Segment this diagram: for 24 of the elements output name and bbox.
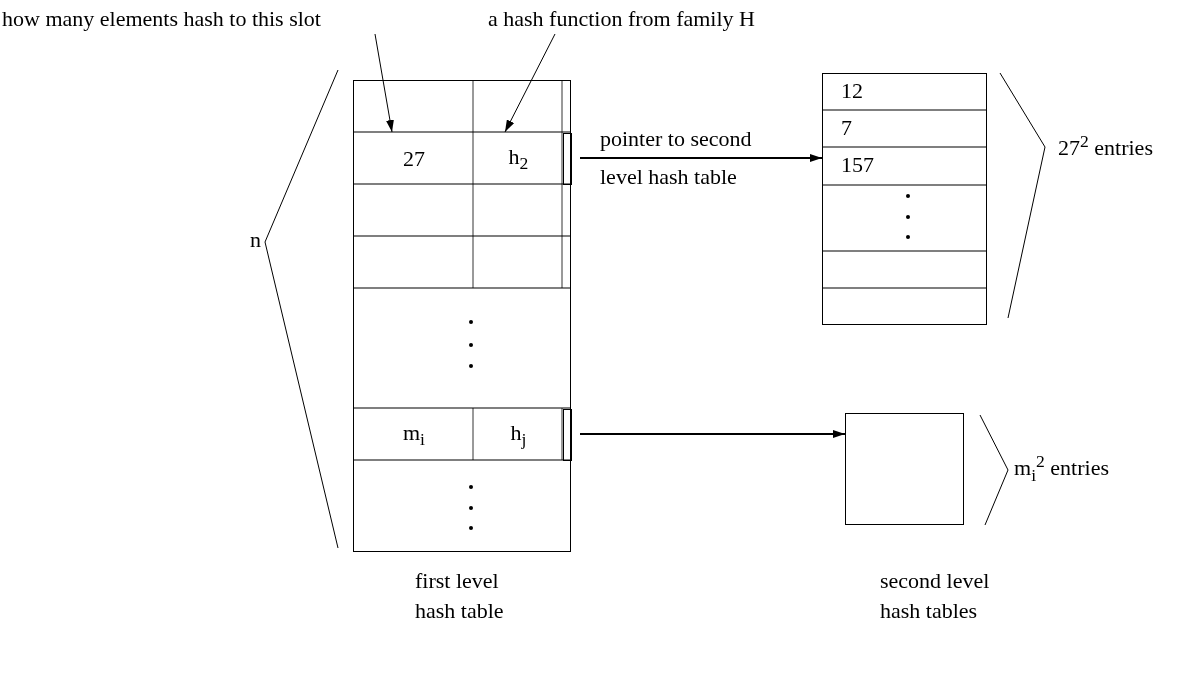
leader-arrow [374,33,394,133]
edge-label: pointer to second level hash table [600,125,753,191]
arrow [579,430,846,438]
cell-value: 27 [403,146,425,172]
cell-value: h$_{2}$ [508,143,529,175]
brace-label: n [250,228,261,253]
hash-table [845,413,964,525]
size-label: 27$^{2}$ entries [1058,132,1153,161]
leader-arrow [504,33,556,133]
pointer-cell [563,133,572,185]
hash-table [353,80,571,552]
annotation-text: a hash function from family H [488,4,755,34]
caption: second level hash tables [880,567,991,625]
annotation-text: how many elements hash to this slot [2,4,321,34]
caption: first level hash table [415,567,505,625]
cell-value: m$_{i}$ [403,419,425,451]
pointer-cell [563,409,572,461]
arrow [579,154,823,162]
cell-value: 157 [841,152,874,178]
cell-value: h$_{j}$ [510,419,527,451]
hash-table [822,73,987,325]
size-label: m$_{i}$$^{2}$ entries [1014,452,1109,486]
cell-value: 12 [841,78,863,104]
cell-value: 7 [841,115,852,141]
